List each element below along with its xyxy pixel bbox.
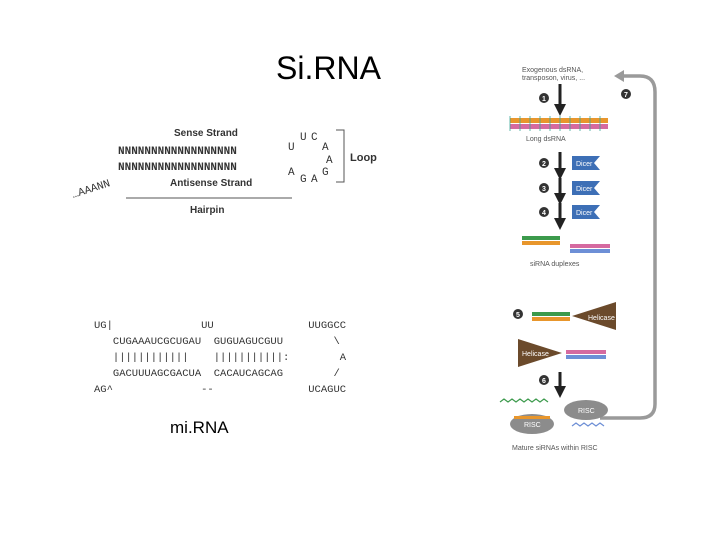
antisense-strand-label: Antisense Strand [170,178,252,189]
duplex-top [532,312,570,316]
duplex-top [522,236,560,240]
duplex-top [570,244,610,248]
mirna-line: |||||||||||| |||||||||||: A [94,352,347,364]
risc-label: RISC [578,408,595,415]
mirna-line: AG^ -- UCAGUC [94,384,346,396]
dicer-label: Dicer [576,186,593,193]
duplex-bottom [570,249,610,253]
step-number: 3 [542,186,546,193]
step-number: 5 [516,312,520,319]
duplex-bottom [566,355,606,359]
helicase-label: Helicase [588,315,615,322]
dicer-shape [572,156,600,170]
dicer-shape [572,205,600,219]
long-dsrna-top [510,118,608,123]
step-badge [539,207,549,217]
rnai-pathway-diagram: Exogenous dsRNA,transposon, virus, ... 7… [499,67,657,452]
hairpin-label: Hairpin [190,205,224,216]
hairpin-diagram: Sense Strand NNNNNNNNNNNNNNNNNN NNNNNNNN… [71,128,378,216]
step-badge [539,375,549,385]
loop-nt: A [311,174,318,186]
dicer-label: Dicer [576,161,593,168]
risc-shape [564,400,608,420]
polya-tail: …AAANN [71,178,112,202]
duplex-bottom [522,241,560,245]
released-strand [571,422,605,427]
mirna-caption: mi.RNA [170,418,229,437]
step-number: 7 [624,92,628,99]
mirna-line: CUGAAAUCGCUGAU GUGUAGUCGUU \ [94,336,340,348]
mirna-structure: UG| UU UUGGCC CUGAAAUCGCUGAU GUGUAGUCGUU… [94,320,347,396]
loop-nt: U [288,142,295,154]
loop-nt: G [300,174,307,186]
sense-sequence: NNNNNNNNNNNNNNNNNN [118,146,237,158]
sense-strand-label: Sense Strand [174,128,238,139]
loop-nt: A [288,167,295,179]
step-badge [621,89,631,99]
duplex-bottom [532,317,570,321]
mirna-line: GACUUUAGCGACUA CACAUCAGCAG / [94,368,340,380]
helicase-shape [572,302,616,330]
helicase-label: Helicase [522,351,549,358]
source-text: Exogenous dsRNA,transposon, virus, ... [522,67,585,82]
long-dsrna-bases [509,116,601,131]
helicase-shape [518,339,562,367]
step-number: 6 [542,378,546,385]
step-badge [539,158,549,168]
step-badge [539,183,549,193]
step-number: 2 [542,161,546,168]
loop-nt: C [311,132,318,144]
long-dsrna-label: Long dsRNA [526,136,566,143]
step-number: 4 [542,210,546,217]
feedback-arrow [600,74,657,420]
dicer-shape [572,181,600,195]
duplex-top [566,350,606,354]
loop-bracket [336,129,345,183]
step-number: 1 [542,96,546,103]
antisense-sequence: NNNNNNNNNNNNNNNNNN [118,162,237,174]
step-badge [513,309,523,319]
slide-title: Si.RNA [276,50,381,86]
guide-strand [514,416,550,419]
loop-nt: U [300,132,307,144]
long-dsrna-bottom [510,124,608,129]
feedback-arrowhead [614,70,624,82]
mature-label: Mature siRNAs within RISC [512,445,598,452]
loop-nt: G [322,167,329,179]
loop-nt: A [326,155,333,167]
loop-nt: A [322,142,329,154]
step-badge [539,93,549,103]
loop-label: Loop [350,152,377,164]
released-strand [499,398,549,403]
sirna-duplexes-label: siRNA duplexes [530,261,580,268]
dicer-label: Dicer [576,210,593,217]
risc-label: RISC [524,422,541,429]
mirna-line: UG| UU UUGGCC [94,320,346,332]
